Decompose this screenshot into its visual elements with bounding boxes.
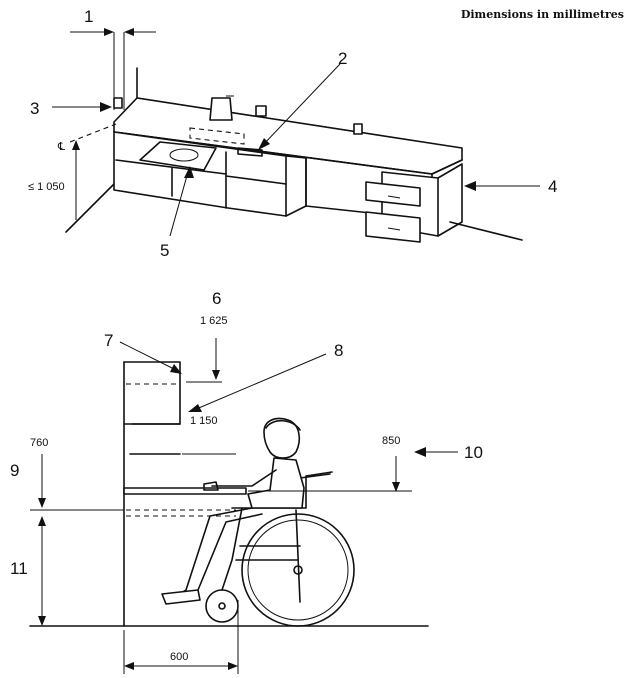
callout-1: 1 (84, 7, 93, 26)
kettle (209, 97, 233, 121)
socket-box (255, 105, 267, 117)
dim-760: 760 (30, 437, 48, 449)
wheelchair-user (161, 417, 355, 627)
callout-5-arrow (184, 166, 194, 178)
dim-1-extension (113, 32, 125, 110)
drawer-handle-bottom (387, 227, 401, 231)
hair (265, 419, 301, 431)
wheel-rim-inner (247, 519, 349, 621)
foot (161, 589, 201, 605)
dim-1625: 1 625 (200, 315, 228, 327)
cabinet-line-1 (115, 159, 227, 175)
dim-600-extension (123, 600, 239, 674)
armrest (299, 473, 331, 479)
dim-850: 850 (382, 435, 400, 447)
floor-line-left (65, 181, 117, 233)
callout-5-leader (169, 171, 189, 237)
dim-850-arrow (392, 482, 400, 492)
callout-3-arrow (100, 102, 112, 112)
sink-board (139, 141, 217, 171)
dim-1625-arrow (212, 370, 220, 380)
callout-11: 11 (10, 559, 28, 578)
cabinet-line-2 (225, 175, 287, 185)
callout-8-leader (193, 353, 327, 411)
callout-9: 9 (10, 461, 19, 480)
chair-rear-frame (295, 509, 301, 603)
callout-2-leader (261, 63, 341, 147)
callout-4: 4 (548, 177, 557, 196)
knee-space-base (305, 157, 381, 215)
centre-line (69, 123, 117, 143)
callout-4-arrow (464, 181, 476, 191)
cabinet-side (285, 155, 307, 217)
drawer-bottom (365, 211, 421, 243)
hob-outline (189, 127, 245, 145)
callout-8: 8 (334, 341, 343, 360)
callout-3: 3 (30, 99, 39, 118)
counter-top (123, 487, 247, 495)
dimensions-note: Dimensions in millimetres (461, 8, 624, 21)
dim-max-height: ≤ 1 050 (28, 181, 65, 193)
caster-hub (218, 602, 226, 610)
dim-max-height-arrow (72, 140, 80, 150)
drawer-unit-side (437, 163, 463, 237)
callout-10: 10 (464, 443, 483, 462)
dim-1150: 1 150 (190, 415, 218, 427)
kitchen-counter-perspective: ℄ (57, 67, 523, 243)
callout-2-arrow (258, 138, 270, 150)
callout-10-arrow (414, 447, 426, 457)
control-panel (237, 147, 263, 157)
floor-line-right (449, 221, 523, 241)
drawer-handle-top (387, 195, 401, 199)
dim-600: 600 (170, 651, 188, 663)
callout-7-arrow (170, 364, 182, 374)
callout-6: 6 (212, 289, 221, 308)
drawer-top (365, 181, 421, 207)
callout-7-leader (119, 341, 177, 371)
arm (211, 469, 277, 487)
chair-front-frame (221, 507, 243, 591)
dimension-1 (70, 28, 156, 110)
leg-lower (197, 513, 263, 591)
callout-8-arrow (188, 404, 202, 412)
callout-5: 5 (160, 241, 169, 260)
wall-outlet (113, 97, 123, 109)
callout-7: 7 (104, 331, 113, 350)
dim-760-arrow (38, 498, 46, 508)
sink-bowl (169, 148, 199, 162)
hand (203, 481, 219, 491)
section-view (29, 361, 429, 627)
head (263, 417, 301, 459)
wheel-rim-outer (241, 513, 355, 627)
callout-2: 2 (338, 49, 347, 68)
switch-box (353, 123, 363, 135)
dim-1-arrows (104, 28, 134, 36)
centre-line-symbol: ℄ (57, 141, 65, 153)
